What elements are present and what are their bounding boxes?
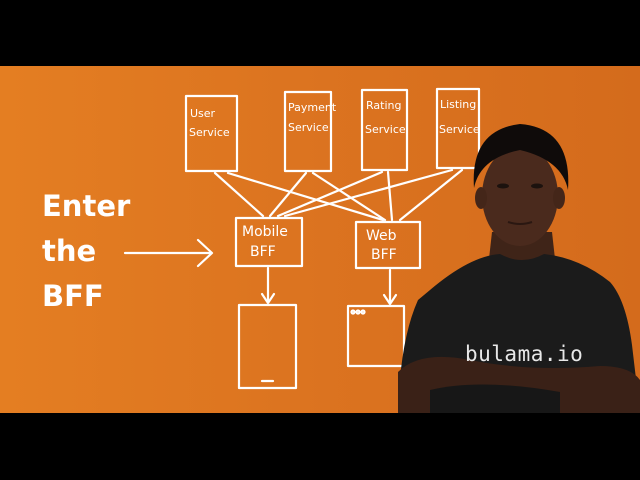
web-bff-label-2: BFF	[371, 247, 397, 263]
service-box-listing	[435, 87, 481, 170]
connector	[311, 171, 387, 222]
connector	[213, 171, 265, 218]
service-box-user	[184, 94, 239, 173]
headline-line-1: Enter	[42, 189, 131, 223]
service-user-label-1: User	[190, 107, 216, 120]
connector	[226, 171, 385, 222]
mobile-bff-box	[234, 216, 304, 268]
web-bff-box	[354, 220, 422, 270]
service-rating-label-1: Rating	[366, 99, 401, 112]
service-box-payment	[283, 90, 333, 173]
mobile-bff-label-1: Mobile	[242, 224, 288, 240]
service-listing-label-2: Service	[439, 123, 480, 136]
service-payment-label-1: Payment	[288, 101, 337, 114]
headline-line-3: BFF	[42, 279, 104, 313]
service-payment-label-2: Service	[288, 121, 329, 134]
connector	[276, 170, 384, 218]
headline-arrow-head	[196, 238, 214, 268]
browser-dot	[360, 309, 366, 315]
browser-dot	[355, 309, 361, 315]
mobile-bff-label-2: BFF	[250, 244, 276, 260]
service-user-label-2: Service	[189, 126, 230, 139]
connector	[283, 168, 454, 218]
connector	[386, 170, 394, 222]
presenter	[398, 124, 640, 413]
whiteboard-diagram: User Service Payment Service Rating Serv…	[123, 87, 640, 413]
web-bff-label-1: Web	[366, 228, 397, 244]
shirt-text: bulama.io	[465, 342, 584, 366]
headline-line-2: the	[42, 234, 97, 268]
video-frame: Enter the BFF	[0, 66, 640, 413]
mobile-arrow-head	[260, 292, 276, 305]
headline: Enter the BFF	[42, 184, 130, 319]
connector	[268, 171, 308, 218]
web-arrow-head	[382, 293, 398, 306]
browser-device	[346, 304, 406, 368]
browser-dot	[350, 309, 356, 315]
service-box-rating	[360, 88, 409, 172]
service-rating-label-2: Service	[365, 123, 406, 136]
service-listing-label-1: Listing	[440, 98, 476, 111]
phone-device	[237, 303, 298, 390]
connector	[398, 168, 464, 222]
